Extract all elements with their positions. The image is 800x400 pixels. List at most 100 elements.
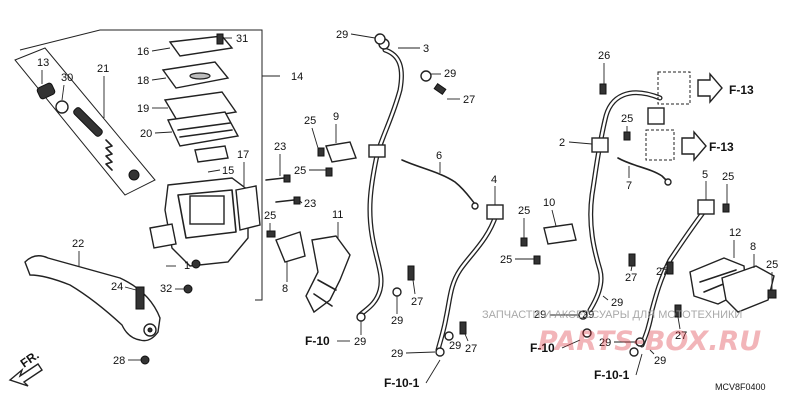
callout-25e: 25	[500, 254, 512, 266]
callout-29g: 29	[534, 309, 546, 321]
bracket-9	[325, 141, 357, 163]
callout-25b: 25	[294, 165, 306, 177]
callout-25c: 25	[264, 210, 276, 222]
callout-29a: 29	[336, 29, 348, 41]
callout-30: 30	[61, 72, 73, 84]
brake-lever	[24, 255, 161, 342]
diaphragm-ribs	[177, 122, 233, 138]
cap-plate-window	[189, 72, 211, 80]
callout-10: 10	[543, 197, 555, 209]
brake-hose-5	[639, 199, 715, 348]
callout-29b: 29	[444, 68, 456, 80]
callout-23b: 23	[304, 198, 316, 210]
callout-29i: 29	[611, 297, 623, 309]
callout-31: 31	[236, 33, 248, 45]
piston	[73, 107, 103, 137]
callout-29e: 29	[391, 348, 403, 360]
callout-16: 16	[137, 46, 149, 58]
callout-5: 5	[702, 169, 708, 181]
callout-22: 22	[72, 238, 84, 250]
callout-6: 6	[436, 150, 442, 162]
callout-4: 4	[491, 174, 497, 186]
callout-2: 2	[559, 137, 565, 149]
float	[194, 145, 229, 163]
reservoir-inner	[189, 195, 225, 225]
callout-13: 13	[37, 57, 49, 69]
piston-cup	[128, 169, 140, 181]
bleeder-screw	[183, 284, 193, 294]
callout-20: 20	[140, 128, 152, 140]
cylinder-nose	[149, 223, 177, 249]
callout-27d: 27	[625, 272, 637, 284]
ref-f13-upper: F-13	[729, 83, 754, 97]
master-cylinder-assembly	[14, 29, 301, 365]
callout-27a: 27	[463, 94, 475, 106]
piston-kit-frame	[14, 47, 156, 196]
circlip	[55, 100, 69, 114]
brake-line-6	[401, 159, 476, 205]
hose-2-joint	[647, 107, 665, 125]
callout-8b: 8	[750, 241, 756, 253]
callout-29c: 29	[391, 315, 403, 327]
callout-27b: 27	[411, 296, 423, 308]
watermark: ЗАПЧАСТИ И АКСЕССУАРЫ ДЛЯ МОТОТЕХНИКИ PA…	[482, 309, 761, 357]
callout-27f: 27	[675, 330, 687, 342]
callout-11: 11	[332, 209, 343, 221]
diagram-code: MCV8F0400	[715, 382, 766, 392]
bolt-23b	[275, 196, 301, 205]
diaphragm-plate	[166, 111, 240, 147]
pivot-nut	[140, 355, 150, 365]
callout-14: 14	[291, 71, 303, 83]
ref-f10-left: F-10	[305, 334, 330, 348]
callout-23a: 23	[274, 141, 286, 153]
callout-27c: 27	[465, 343, 477, 355]
hose-5-fitting	[697, 199, 715, 215]
callout-29k: 29	[654, 355, 666, 367]
callout-25a: 25	[304, 115, 316, 127]
brake-hose-3	[357, 38, 404, 318]
connector-box-lower	[645, 129, 675, 161]
bracket-8-right	[721, 265, 775, 313]
callout-25h: 25	[766, 259, 778, 271]
ref-f13-lower: F-13	[709, 140, 734, 154]
lever-pivot-center	[147, 327, 153, 333]
holder-clamp	[235, 185, 261, 231]
callout-7: 7	[626, 180, 632, 192]
watermark-tagline: ЗАПЧАСТИ И АКСЕССУАРЫ ДЛЯ МОТОТЕХНИКИ	[482, 309, 742, 321]
bracket-12-right	[689, 257, 775, 313]
callout-19: 19	[137, 103, 149, 115]
callout-25g: 25	[722, 171, 734, 183]
connector-box-upper	[657, 71, 691, 105]
hose-2-clamp	[591, 137, 609, 153]
callout-numbers: 1 2 3 4 5 6 7 8 8 9 10 11 12 13 14 15 16…	[37, 29, 778, 367]
brake-hose-2	[587, 90, 665, 313]
reservoir-opening	[177, 189, 237, 239]
ref-f101-left: F-10-1	[384, 376, 420, 390]
callout-27e: 27	[656, 266, 668, 278]
pivot-bolt	[135, 286, 145, 310]
f13-arrow-lower	[681, 130, 707, 162]
callout-1: 1	[184, 260, 190, 272]
line-6-end	[471, 202, 479, 210]
callout-29d: 29	[354, 336, 366, 348]
hose-clamp-3	[368, 144, 386, 158]
banjo-bolt	[191, 259, 201, 269]
ref-f10-right: F-10	[530, 341, 555, 355]
callout-29j: 29	[599, 337, 611, 349]
callout-28: 28	[113, 355, 125, 367]
callout-3: 3	[423, 43, 429, 55]
callout-29h: 29	[582, 309, 594, 321]
brake-line-7	[617, 157, 669, 183]
screw-25a	[266, 230, 276, 238]
callout-26: 26	[598, 50, 610, 62]
callout-18: 18	[137, 75, 149, 87]
bolts	[317, 82, 777, 335]
bolt-31	[216, 33, 232, 45]
callout-25f: 25	[621, 113, 633, 125]
spring	[105, 139, 113, 171]
assembly-frame	[19, 29, 263, 301]
cross-references: F-13 F-13 F-10 F-10 F-10-1 F-10-1	[305, 83, 754, 390]
line-7-end	[664, 178, 672, 186]
callout-12: 12	[729, 227, 741, 239]
